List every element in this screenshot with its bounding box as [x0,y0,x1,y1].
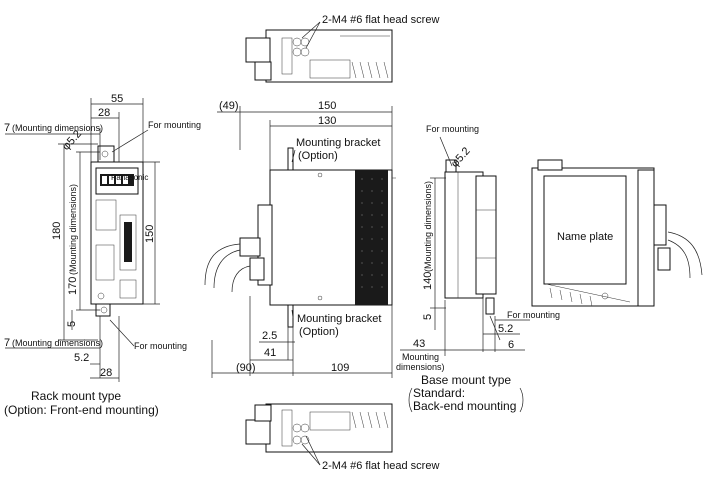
base-hole-dia: φ5.2 [449,145,473,170]
base-mounting-5: 5 [422,314,434,320]
base-d-43: 43 [413,338,425,350]
side-dim-41: 41 [264,347,276,359]
side-bracket-bottom-option: (Option) [299,326,339,338]
base-height-140: 140 [422,272,434,290]
rack-mounting-dims-bottom: (Mounting dimensions) [12,338,103,348]
base-bracket-left [408,387,413,413]
rack-for-mounting-bottom: For mounting [134,341,187,351]
rack-width-5-2: 5.2 [74,352,89,364]
side-dim-150: 150 [318,100,336,112]
rack-height-180: 180 [51,222,63,240]
base-view [444,159,497,315]
rack-mounting-7-bottom: 7 [4,337,10,349]
side-view [204,147,396,328]
base-dimension-lines [400,136,530,356]
rack-dimension-lines [5,98,160,382]
side-dim-2-5: 2.5 [262,330,277,342]
side-bracket-top-option: (Option) [298,150,338,162]
screw-label-top: 2-M4 #6 flat head screw [322,14,439,26]
rack-width-28-bottom: 28 [100,367,112,379]
base-height-140-caption: (Mounting dimensions) [423,181,433,272]
rack-for-mounting-top: For mounting [148,120,201,130]
side-dim-49: (49) [219,100,239,112]
rack-mounting-7-top: 7 [4,122,10,134]
side-dim-109: 109 [331,362,349,374]
base-for-mounting-top: For mounting [426,124,479,134]
base-back-end: Back-end mounting [413,399,516,413]
bottom-view [245,403,393,466]
side-dimension-lines [211,106,393,378]
side-bracket-top: Mounting bracket [296,137,380,149]
rack-mounting-5: 5 [66,321,78,327]
rack-width-28-top: 28 [98,107,110,119]
side-dim-130: 130 [318,115,336,127]
base-standard: Standard: [413,386,465,400]
rack-height-170-caption: (Mounting dimensions) [68,184,78,275]
name-plate-label: Name plate [557,231,613,243]
rack-height-150: 150 [144,225,156,243]
rack-brand: Panasonic [111,173,148,182]
base-mounting-dims-1: Mounting [402,352,439,362]
top-view [245,21,393,83]
base-w-6: 6 [508,339,514,351]
rack-subtitle: (Option: Front-end mounting) [4,403,159,417]
base-mounting-dims-2: dimensions) [396,362,445,372]
side-bracket-bottom: Mounting bracket [297,313,381,325]
rack-mounting-dims-top: (Mounting dimensions) [12,123,103,133]
base-for-mounting-bottom: For mounting [507,310,560,320]
base-bracket-right [519,387,524,413]
rack-height-170: 170 [67,277,79,295]
rack-title: Rack mount type [31,389,121,403]
screw-label-bottom: 2-M4 #6 flat head screw [322,460,439,472]
side-dim-90: (90) [236,362,256,374]
base-w-5-2: 5.2 [498,323,513,335]
rack-front-view [90,145,144,317]
rear-view [531,159,703,307]
rack-width-55: 55 [111,93,123,105]
base-title: Base mount type [421,373,511,387]
